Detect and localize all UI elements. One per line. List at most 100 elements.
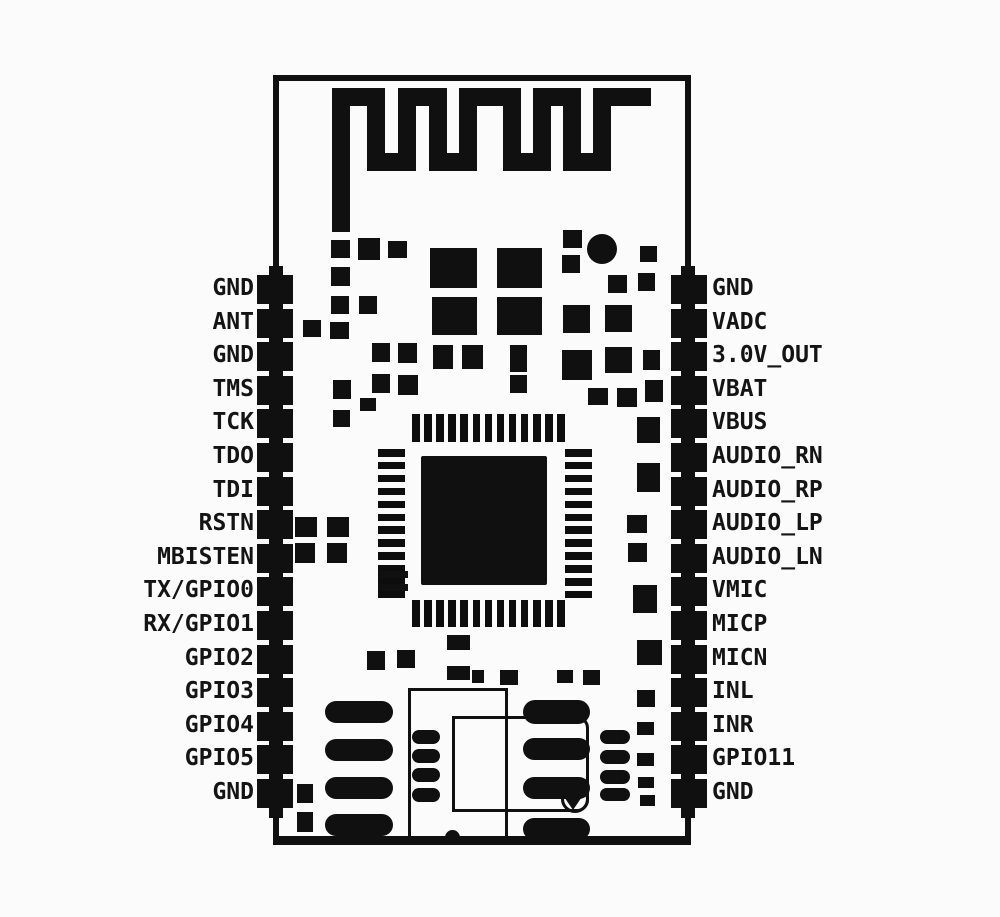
chip-pin-bottom [508, 600, 517, 627]
chip-pin-left [378, 513, 405, 521]
pin-label-left: TMS [212, 376, 254, 402]
solder-pad [378, 571, 408, 578]
solder-pad [388, 241, 407, 258]
solder-pad [331, 296, 349, 314]
solder-pad [583, 670, 600, 685]
chip-pin-right [565, 526, 592, 534]
chip-pin-bottom [520, 600, 529, 627]
solder-pad [637, 753, 654, 766]
stadium-pad [412, 730, 440, 744]
solder-pad [633, 585, 657, 613]
solder-pad [447, 635, 470, 650]
pin-label-right: 3.0V_OUT [712, 342, 823, 368]
chip-pin-left [378, 449, 405, 457]
solder-pad [447, 666, 470, 680]
chip-pin-right [565, 565, 592, 573]
solder-pad [330, 322, 349, 339]
chip-pin-top [412, 414, 420, 442]
solder-pad [638, 777, 654, 788]
solder-pad [432, 297, 477, 335]
chip-pin-top [545, 414, 553, 442]
stadium-pad [412, 788, 440, 802]
stadium-pad [600, 750, 630, 764]
chip-pin-top [484, 414, 493, 442]
solder-pad [497, 297, 542, 335]
solder-pad [500, 670, 518, 685]
pin-pad-left [257, 408, 293, 438]
pin-label-right: MICN [712, 645, 768, 671]
solder-pad [510, 345, 527, 372]
chip-pin-bottom [424, 600, 432, 627]
audio-jack-inner-outline [452, 716, 589, 812]
solder-pad [638, 273, 655, 291]
pin-label-left: RSTN [198, 510, 254, 536]
pin-label-right: AUDIO_RN [712, 443, 823, 469]
chip-pin-left [378, 461, 405, 470]
solder-pad [333, 380, 351, 399]
chip-pin-right [565, 590, 592, 599]
chip-pin-bottom [545, 600, 553, 627]
chip-pin-right [565, 449, 592, 457]
pin-pad-right [671, 274, 707, 304]
chip-pin-bottom [472, 600, 480, 627]
solder-pad [640, 246, 657, 262]
stadium-pad [523, 700, 590, 724]
pin-label-right: AUDIO_LP [712, 510, 823, 536]
pin-pad-left [257, 274, 293, 304]
stadium-pad [600, 730, 630, 744]
pin-pad-left [257, 341, 293, 371]
stadium-pad [600, 788, 630, 801]
solder-pad [398, 343, 417, 363]
pin-label-left: TDI [212, 477, 254, 503]
chip-pin-top [460, 414, 468, 442]
chip-pin-left [378, 539, 405, 547]
pin-label-left: TX/GPIO0 [143, 577, 254, 603]
pin-label-left: GND [212, 275, 254, 301]
solder-pad [588, 388, 608, 405]
solder-pad [327, 543, 347, 563]
chip-pin-top [436, 414, 444, 442]
pin-pad-left [257, 778, 293, 808]
pin-label-right: INR [712, 712, 754, 738]
solder-pad [563, 305, 590, 333]
pin-label-right: GND [712, 779, 754, 805]
chip-pin-top [472, 414, 480, 442]
pin-pad-right [671, 408, 707, 438]
chip-pin-bottom [557, 600, 565, 627]
pin-label-right: VMIC [712, 577, 768, 603]
chip-pin-top [557, 414, 565, 442]
chip-pin-left [378, 565, 405, 573]
pin-label-right: INL [712, 678, 754, 704]
chip-pin-bottom [484, 600, 493, 627]
stadium-pad [325, 777, 393, 799]
solder-pad [637, 722, 654, 735]
pin-pad-right [671, 341, 707, 371]
chip-pin-left [378, 552, 405, 560]
pin-pad-right [671, 509, 707, 539]
pin-label-left: GPIO2 [184, 645, 254, 671]
stadium-pad [412, 749, 440, 763]
solder-pad [297, 784, 313, 803]
solder-pad [295, 543, 315, 563]
solder-pad [297, 812, 313, 832]
solder-pad [643, 350, 660, 370]
solder-pad [430, 248, 477, 288]
chip-pin-top [533, 414, 541, 442]
pin-label-left: GPIO3 [184, 678, 254, 704]
solder-pad [497, 248, 542, 288]
solder-pad [331, 240, 350, 258]
pin-pad-left [257, 677, 293, 707]
solder-pad [617, 388, 637, 407]
solder-pad [645, 380, 663, 402]
chip-pin-right [565, 552, 592, 560]
chip-pin-top [496, 414, 505, 442]
stadium-pad [523, 818, 590, 840]
pin-label-left: TDO [212, 443, 254, 469]
solder-pad [462, 345, 483, 369]
pin-label-left: ANT [212, 309, 254, 335]
solder-pad [562, 255, 580, 273]
chip-body [421, 456, 547, 585]
pin-label-right: AUDIO_LN [712, 544, 823, 570]
chip-pin-right [565, 461, 592, 470]
pin-label-left: RX/GPIO1 [143, 611, 254, 637]
